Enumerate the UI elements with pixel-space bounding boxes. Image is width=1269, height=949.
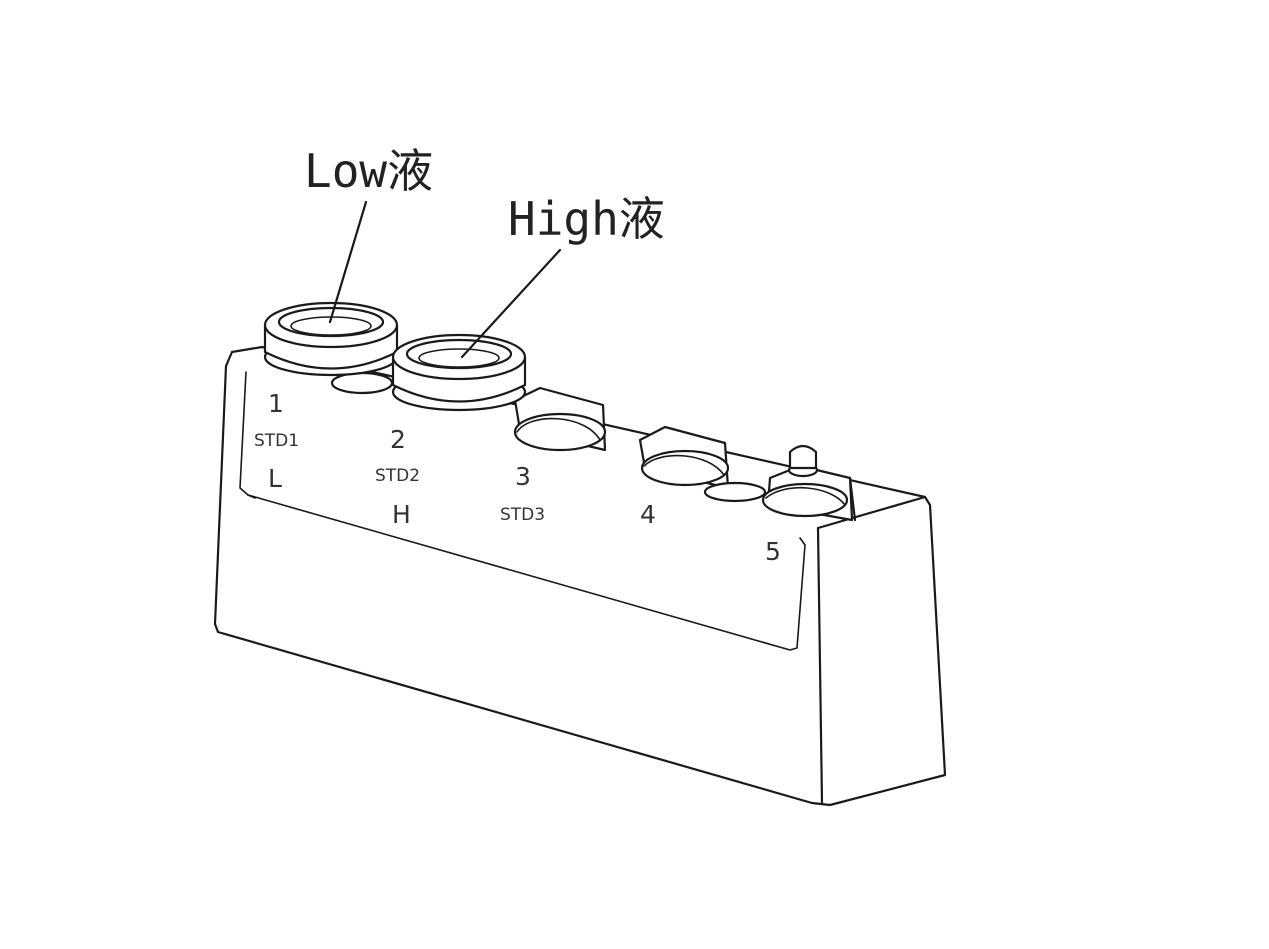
slot-2-level-label: H — [392, 500, 411, 529]
slot-3-number: 3 — [515, 462, 531, 491]
low-callout-label: Low液 — [304, 144, 433, 198]
slot-labels: 1 STD1 L 2 STD2 H 3 STD3 4 5 — [254, 389, 781, 566]
low-leader-line — [328, 200, 368, 324]
slot-4-number: 4 — [640, 500, 656, 529]
rack-hole-1 — [330, 371, 394, 395]
high-cup — [391, 333, 527, 412]
low-cup — [263, 301, 399, 377]
slot-2-number: 2 — [390, 425, 406, 454]
slot-1-std-label: STD1 — [254, 431, 299, 451]
slot-5-number: 5 — [765, 537, 781, 566]
rack-body — [213, 345, 947, 807]
slot-3-std-label: STD3 — [500, 505, 545, 525]
rack-top-blocks — [513, 386, 854, 522]
slot-1-number: 1 — [268, 389, 284, 418]
slot-2-std-label: STD2 — [375, 466, 420, 486]
slot-1-level-label: L — [268, 464, 282, 493]
high-leader-line — [460, 248, 562, 359]
high-callout-label: High液 — [508, 192, 665, 246]
label-panel — [239, 371, 806, 651]
